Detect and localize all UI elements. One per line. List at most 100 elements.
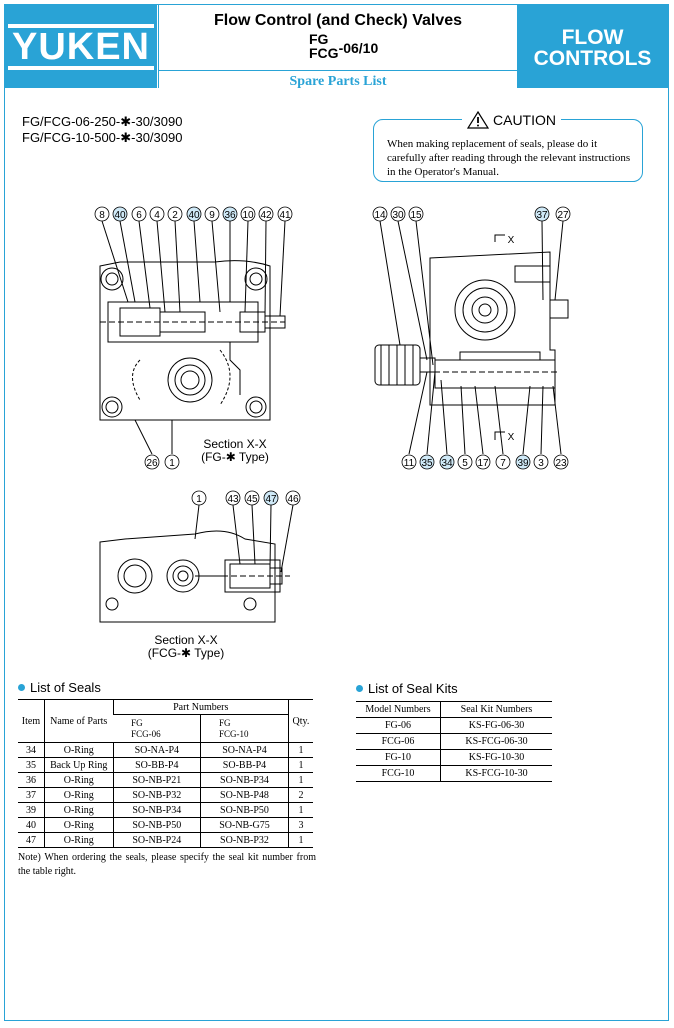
- cell-item: 35: [18, 757, 45, 773]
- cell-pn-10: SO-NA-P4: [200, 742, 289, 758]
- callout-number: 45: [246, 494, 258, 505]
- col-qty: Qty.: [287, 699, 313, 743]
- cell-pn-10: SO-NB-G75: [200, 817, 289, 833]
- fcg-section-drawing: 1 43 45 47 46: [95, 484, 310, 629]
- callout-number: 40: [188, 210, 200, 221]
- model-suffix: -06/10: [338, 40, 379, 56]
- callout-number: 37: [536, 210, 548, 221]
- callout-number: 47: [265, 494, 277, 505]
- seals-note: Note) When ordering the seals, please sp…: [18, 852, 316, 877]
- cell-item: 34: [18, 742, 45, 758]
- fg-section-drawing: 8 40 6 4 2 40 9 36 10 42 41 26 1: [80, 200, 310, 475]
- cell-qty: 2: [287, 787, 313, 803]
- callout-number: 42: [260, 210, 272, 221]
- section-label-line: Section X-X: [154, 633, 218, 647]
- callout-bubble: [263, 490, 279, 506]
- section-mark: X: [508, 235, 515, 246]
- model-numbers: FG/FCG-06-250-✱-30/3090 FG/FCG-10-500-✱-…: [22, 114, 182, 146]
- callout-number: 4: [154, 210, 160, 221]
- cell-kit: KS-FCG-06-30: [440, 733, 552, 750]
- page-subtitle: Spare Parts List: [159, 70, 517, 91]
- cell-pn-10: SO-NB-P34: [200, 772, 289, 788]
- callout-bubble: [112, 206, 128, 222]
- cell-qty: 3: [287, 817, 313, 833]
- callout-number: 40: [114, 210, 126, 221]
- callout-bubble: [439, 454, 455, 470]
- callout-number: 41: [279, 210, 291, 221]
- col-kit: Seal Kit Numbers: [440, 701, 552, 718]
- callout-bubble: [244, 490, 260, 506]
- callout-bubble: [258, 206, 274, 222]
- cell-kit: KS-FG-10-30: [440, 749, 552, 766]
- cell-kit: KS-FG-06-30: [440, 717, 552, 734]
- cell-qty: 1: [287, 832, 313, 848]
- callout-bubble: [408, 206, 424, 222]
- cell-name: O-Ring: [43, 787, 114, 803]
- model-fg: FG: [309, 31, 329, 47]
- cell-pn-10: SO-NB-P50: [200, 802, 289, 818]
- section-label-line: (FCG-✱ Type): [147, 646, 225, 660]
- callout-number: 43: [227, 494, 239, 505]
- callout-number: 15: [410, 210, 422, 221]
- cell-pn-06: SO-NB-P32: [112, 787, 201, 803]
- cell-pn-10: SO-NB-P48: [200, 787, 289, 803]
- caution-heading: CAUTION: [462, 111, 561, 129]
- callout-number: 7: [500, 458, 506, 469]
- section-label-fg: Section X-X (FG-✱ Type): [190, 438, 280, 464]
- cell-pn-06: SO-NB-P24: [112, 832, 201, 848]
- callout-number: 30: [392, 210, 404, 221]
- callout-number: 26: [146, 458, 158, 469]
- cell-model: FG-06: [356, 717, 441, 734]
- callout-bubble: [457, 454, 473, 470]
- category-line2: CONTROLS: [533, 47, 652, 70]
- callout-number: 10: [242, 210, 254, 221]
- callout-bubble: [204, 206, 220, 222]
- kits-heading: List of Seal Kits: [356, 681, 458, 696]
- callout-bubble: [191, 490, 207, 506]
- callout-bubble: [164, 454, 180, 470]
- warning-icon: [467, 111, 489, 129]
- cell-name: O-Ring: [43, 802, 114, 818]
- callout-bubble: [225, 490, 241, 506]
- callout-bubble: [167, 206, 183, 222]
- cell-name: O-Ring: [43, 817, 114, 833]
- cell-pn-06: SO-NB-P34: [112, 802, 201, 818]
- cell-item: 40: [18, 817, 45, 833]
- seals-heading: List of Seals: [18, 680, 101, 695]
- cell-qty: 1: [287, 802, 313, 818]
- callout-bubble: [222, 206, 238, 222]
- section-mark: X: [508, 432, 515, 443]
- kits-heading-text: List of Seal Kits: [368, 681, 458, 696]
- col-size-label: -10: [236, 728, 249, 739]
- category-box: FLOW CONTROLS: [517, 5, 668, 88]
- cell-pn-06: SO-BB-P4: [112, 757, 201, 773]
- callout-bubble: [553, 454, 569, 470]
- callout-bubble: [419, 454, 435, 470]
- cell-item: 36: [18, 772, 45, 788]
- col-fcg-label: FCG: [219, 728, 237, 739]
- callout-number: 35: [421, 458, 433, 469]
- cell-pn-10: SO-BB-P4: [200, 757, 289, 773]
- callout-bubble: [372, 206, 388, 222]
- cell-name: Back Up Ring: [43, 757, 114, 773]
- callout-bubble: [390, 206, 406, 222]
- callout-number: 1: [196, 494, 202, 505]
- callout-number: 27: [557, 210, 569, 221]
- callout-bubble: [131, 206, 147, 222]
- callout-number: 5: [462, 458, 468, 469]
- caution-title: CAUTION: [493, 112, 556, 128]
- cell-kit: KS-FCG-10-30: [440, 765, 552, 782]
